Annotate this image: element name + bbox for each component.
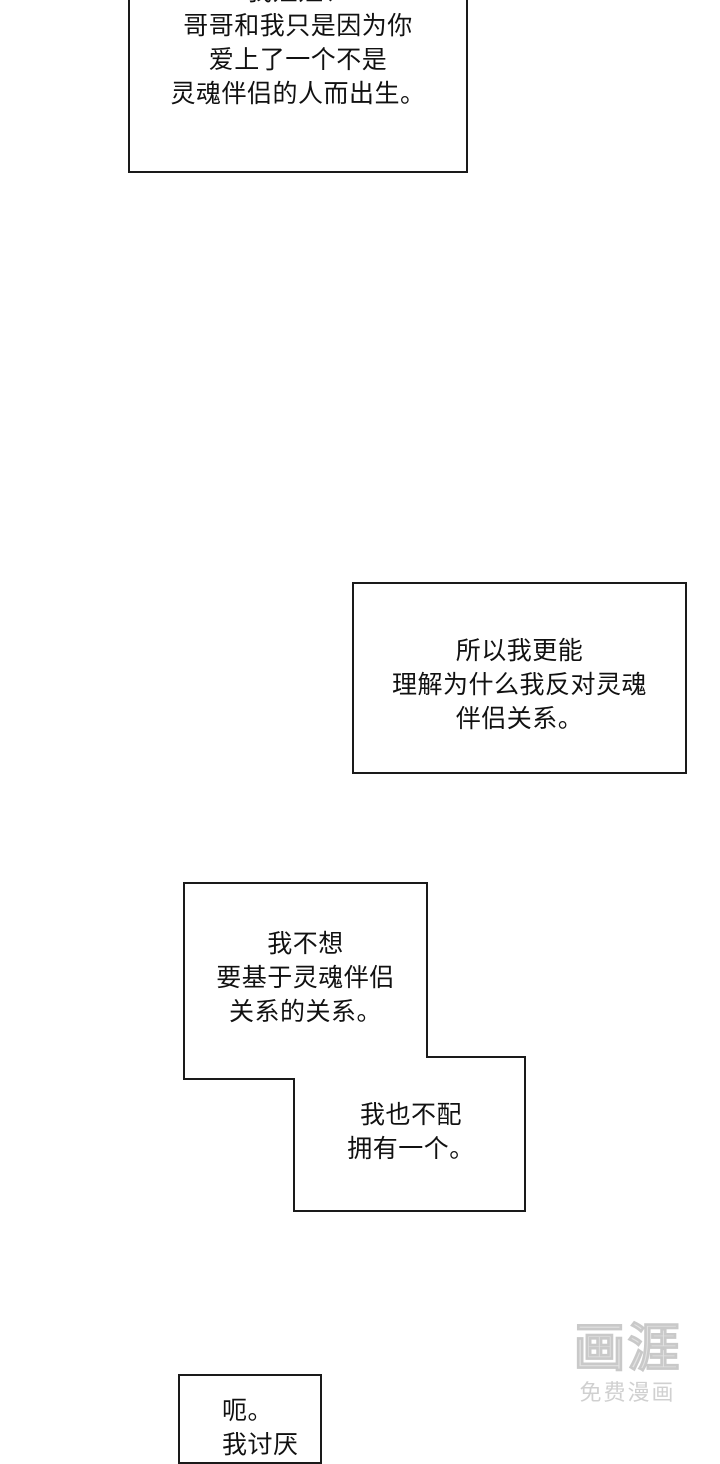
speech-box-outline bbox=[183, 882, 526, 1212]
text-line: 爱上了一个不是 bbox=[208, 45, 388, 74]
text-line: 灵魂伴侣的人而出生。 bbox=[170, 79, 426, 108]
text-line: 呃。 bbox=[222, 1396, 274, 1425]
speech-box-5: 呃。 我讨厌 bbox=[178, 1374, 322, 1464]
speech-box-3: 我不想 要基于灵魂伴侣 关系的关系。 我也不配 拥有一个。 bbox=[183, 882, 526, 1212]
speech-text-5: 呃。 我讨厌 bbox=[180, 1394, 320, 1462]
speech-text-2: 所以我更能 理解为什么我反对灵魂 伴侣关系。 bbox=[354, 634, 685, 736]
text-line: 我讨厌 bbox=[222, 1430, 299, 1459]
text-line: 伴侣关系。 bbox=[455, 704, 584, 733]
watermark-logo: 画涯 bbox=[573, 1319, 682, 1380]
text-line: 所以我更能 bbox=[455, 636, 584, 665]
speech-text-4: 我也不配 拥有一个。 bbox=[295, 1098, 527, 1166]
text-line: 我不想 bbox=[267, 929, 344, 958]
speech-text-3: 我不想 要基于灵魂伴侣 关系的关系。 bbox=[183, 927, 428, 1029]
text-line: 关系的关系。 bbox=[228, 997, 382, 1026]
text-line: 要基于灵魂伴侣 bbox=[216, 963, 395, 992]
text-line: 我姐姐、 bbox=[130, 0, 466, 9]
text-line: 我也不配 bbox=[359, 1100, 462, 1129]
text-line: 哥哥和我只是因为你 bbox=[183, 11, 413, 40]
speech-box-1: 我姐姐、 哥哥和我只是因为你 爱上了一个不是 灵魂伴侣的人而出生。 bbox=[128, 0, 468, 173]
text-line: 理解为什么我反对灵魂 bbox=[391, 670, 647, 699]
speech-box-2: 所以我更能 理解为什么我反对灵魂 伴侣关系。 bbox=[352, 582, 687, 774]
watermark: 画涯 免费漫画 bbox=[565, 1318, 690, 1418]
watermark-subtitle: 免费漫画 bbox=[579, 1381, 676, 1406]
text-line: 拥有一个。 bbox=[347, 1134, 475, 1163]
speech-text-1: 我姐姐、 哥哥和我只是因为你 爱上了一个不是 灵魂伴侣的人而出生。 bbox=[130, 0, 466, 111]
